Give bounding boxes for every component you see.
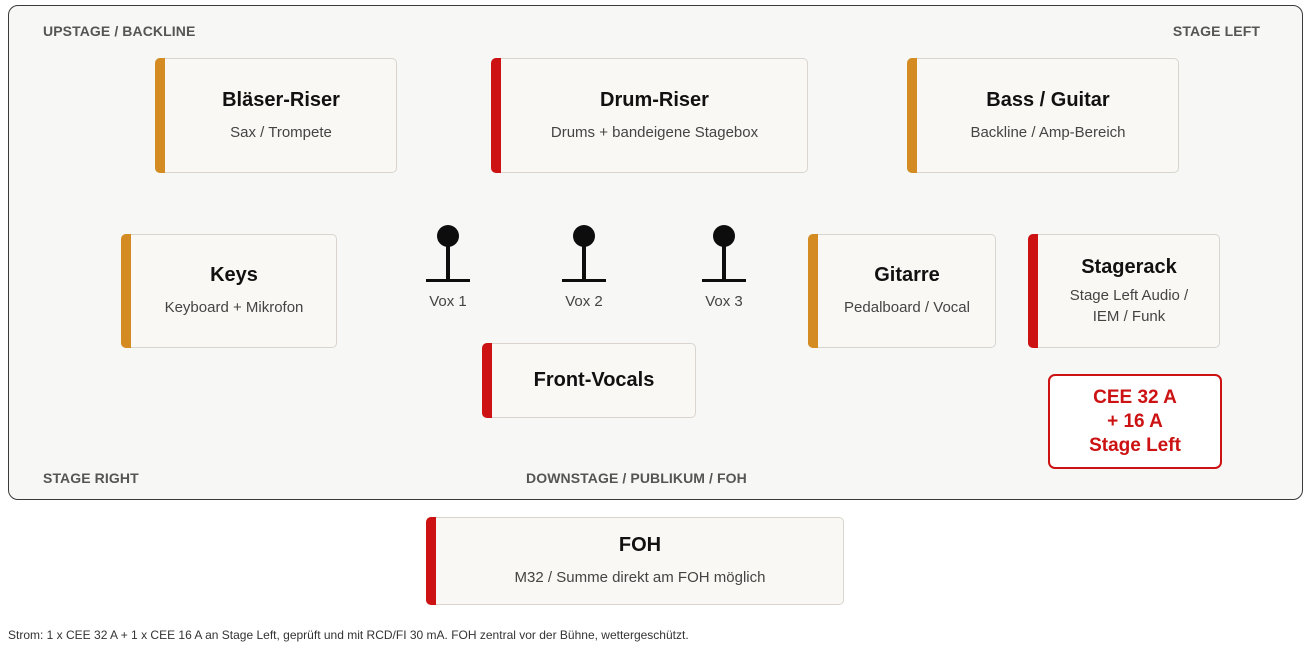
red-accent-bar <box>426 517 436 605</box>
vox-3-label: Vox 3 <box>705 293 743 310</box>
keys-sub: Keyboard + Mikrofon <box>164 299 304 316</box>
stagerack-sub: Stage Left Audio / IEM / Funk <box>1060 285 1188 327</box>
stagerack-card: Stagerack Stage Left Audio / IEM / Funk <box>1028 234 1220 348</box>
keys-title: Keys <box>210 264 258 286</box>
vocal-mic-1: Vox 1 <box>418 225 478 315</box>
mic-icon <box>713 225 735 247</box>
stagerack-sub-line-2: IEM / Funk <box>1092 307 1166 325</box>
orange-accent-bar <box>907 58 917 173</box>
blaeser-riser-card: Bläser-Riser Sax / Trompete <box>155 58 397 173</box>
drum-riser-sub: Drums + bandeigene Stagebox <box>550 123 759 141</box>
power-line-3: Stage Left <box>1089 434 1181 456</box>
orange-accent-bar <box>808 234 818 348</box>
stage-left-label: STAGE LEFT <box>1172 23 1260 39</box>
stage-right-label: STAGE RIGHT <box>43 470 139 486</box>
blaeser-riser-title: Bläser-Riser <box>222 88 340 111</box>
drum-riser-title: Drum-Riser <box>600 88 709 111</box>
vox-1-label: Vox 1 <box>429 293 467 310</box>
drum-riser-card: Drum-Riser Drums + bandeigene Stagebox <box>491 58 808 173</box>
red-accent-bar <box>491 58 501 173</box>
orange-accent-bar <box>155 58 165 173</box>
power-line-1: CEE 32 A <box>1093 386 1177 408</box>
red-accent-bar <box>482 343 492 418</box>
vocal-mic-2: Vox 2 <box>554 225 614 315</box>
keys-card: Keys Keyboard + Mikrofon <box>121 234 337 348</box>
bass-guitar-sub: Backline / Amp-Bereich <box>970 123 1126 141</box>
foh-sub: M32 / Summe direkt am FOH möglich <box>514 569 766 586</box>
bass-guitar-card: Bass / Guitar Backline / Amp-Bereich <box>907 58 1179 173</box>
front-vocals-card: Front-Vocals <box>482 343 696 418</box>
bass-guitar-title: Bass / Guitar <box>986 88 1110 111</box>
power-line-2: + 16 A <box>1107 410 1163 432</box>
gitarre-sub: Pedalboard / Vocal <box>844 299 970 316</box>
mic-icon <box>573 225 595 247</box>
foh-title: FOH <box>618 534 662 556</box>
downstage-label: DOWNSTAGE / PUBLIKUM / FOH <box>526 470 747 486</box>
stagerack-sub-line-1: Stage Left Audio / <box>1069 286 1189 304</box>
mic-icon <box>437 225 459 247</box>
vocal-mic-3: Vox 3 <box>694 225 754 315</box>
vox-2-label: Vox 2 <box>565 293 603 310</box>
power-footnote: Strom: 1 x CEE 32 A + 1 x CEE 16 A an St… <box>8 628 689 642</box>
foh-card: FOH M32 / Summe direkt am FOH möglich <box>426 517 844 605</box>
blaeser-riser-sub: Sax / Trompete <box>230 123 332 141</box>
upstage-label: UPSTAGE / BACKLINE <box>43 23 196 39</box>
gitarre-title: Gitarre <box>874 264 940 286</box>
gitarre-card: Gitarre Pedalboard / Vocal <box>808 234 996 348</box>
front-vocals-title: Front-Vocals <box>533 369 655 391</box>
power-supply-box: CEE 32 A + 16 A Stage Left <box>1048 374 1222 469</box>
red-accent-bar <box>1028 234 1038 348</box>
orange-accent-bar <box>121 234 131 348</box>
stagerack-title: Stagerack <box>1081 255 1177 278</box>
